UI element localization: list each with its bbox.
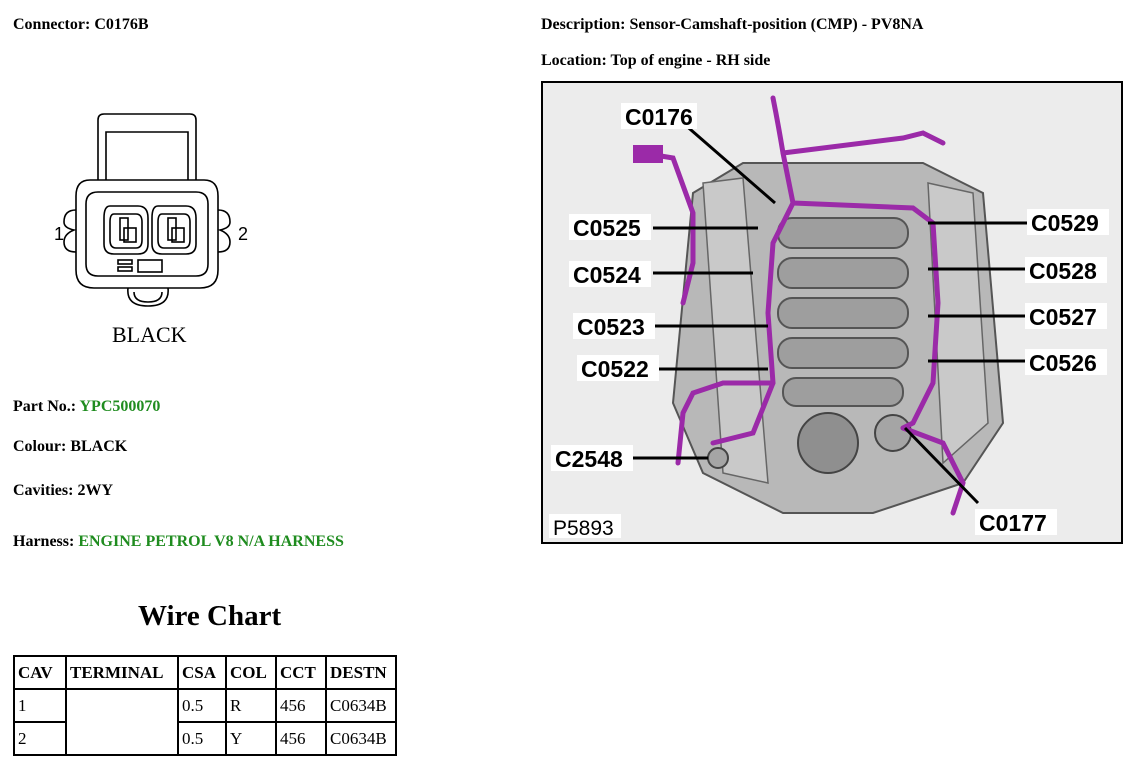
part-number-link[interactable]: YPC500070 (79, 398, 161, 415)
callout-c0526: C0526 (1029, 350, 1097, 376)
destn-cell: C0634B (325, 721, 397, 756)
column-header: COL (225, 655, 277, 690)
location-line: Location: Top of engine - RH side (541, 52, 770, 70)
engine-location-image: C0176 C0525 C0524 C0523 C0522 C2548 C052… (541, 81, 1123, 544)
location-value: Top of engine - RH side (610, 52, 771, 69)
cct-cell: 456 (275, 688, 327, 723)
figure-id: P5893 (553, 517, 614, 540)
table-row: 2 0.5 Y 456 C0634B (13, 721, 397, 756)
cav-cell: 2 (13, 721, 67, 756)
connector-label: Connector: (13, 16, 91, 33)
description-label: Description: (541, 16, 626, 33)
harness-label: Harness: (13, 533, 75, 550)
callout-c0176: C0176 (625, 104, 693, 130)
cavities-label: Cavities: (13, 482, 74, 499)
callout-c0528: C0528 (1029, 258, 1097, 284)
cavities-value: 2WY (77, 482, 113, 499)
colour-value: BLACK (70, 438, 128, 455)
csa-cell: 0.5 (177, 688, 227, 723)
column-header: CSA (177, 655, 227, 690)
location-label: Location: (541, 52, 607, 69)
cavities-line: Cavities: 2WY (13, 482, 113, 500)
csa-cell: 0.5 (177, 721, 227, 756)
colour-line: Colour: BLACK (13, 438, 127, 456)
table-header-row: CAV TERMINAL CSA COL CCT DESTN (13, 655, 397, 690)
part-number-line: Part No.: YPC500070 (13, 398, 160, 416)
destn-cell: C0634B (325, 688, 397, 723)
col-cell: Y (225, 721, 277, 756)
cav-cell: 1 (13, 688, 67, 723)
callout-c0522: C0522 (581, 356, 649, 382)
connector-heading: Connector: C0176B (13, 16, 149, 34)
col-cell: R (225, 688, 277, 723)
callout-c0524: C0524 (573, 262, 641, 288)
harness-link[interactable]: ENGINE PETROL V8 N/A HARNESS (78, 533, 344, 550)
connector-face-diagram: 1 2 BLACK (54, 113, 248, 347)
column-header: TERMINAL (65, 655, 179, 690)
harness-line: Harness: ENGINE PETROL V8 N/A HARNESS (13, 533, 344, 551)
description-value: Sensor-Camshaft-position (CMP) - PV8NA (629, 16, 924, 33)
connector-colour-caption: BLACK (112, 322, 187, 347)
callout-c0529: C0529 (1031, 210, 1099, 236)
callout-c0525: C0525 (573, 215, 641, 241)
table-row: 1 0.5 R 456 C0634B (13, 688, 397, 756)
colour-label: Colour: (13, 438, 67, 455)
column-header: CCT (275, 655, 327, 690)
wire-chart-table: CAV TERMINAL CSA COL CCT DESTN 1 0.5 R 4… (13, 655, 397, 756)
callout-c0177: C0177 (979, 510, 1047, 536)
pin-1-label: 1 (54, 224, 64, 244)
pin-2-label: 2 (238, 224, 248, 244)
callout-c0523: C0523 (577, 314, 645, 340)
callout-c2548: C2548 (555, 446, 623, 472)
column-header: CAV (13, 655, 67, 690)
cct-cell: 456 (275, 721, 327, 756)
column-header: DESTN (325, 655, 397, 690)
connector-id: C0176B (94, 16, 149, 33)
part-number-label: Part No.: (13, 398, 77, 415)
wire-chart-title: Wire Chart (138, 600, 282, 632)
engine-illustration: C0176 C0525 C0524 C0523 C0522 C2548 C052… (543, 83, 1121, 542)
callout-c0527: C0527 (1029, 304, 1097, 330)
terminal-cell (65, 688, 179, 756)
description-line: Description: Sensor-Camshaft-position (C… (541, 16, 923, 34)
